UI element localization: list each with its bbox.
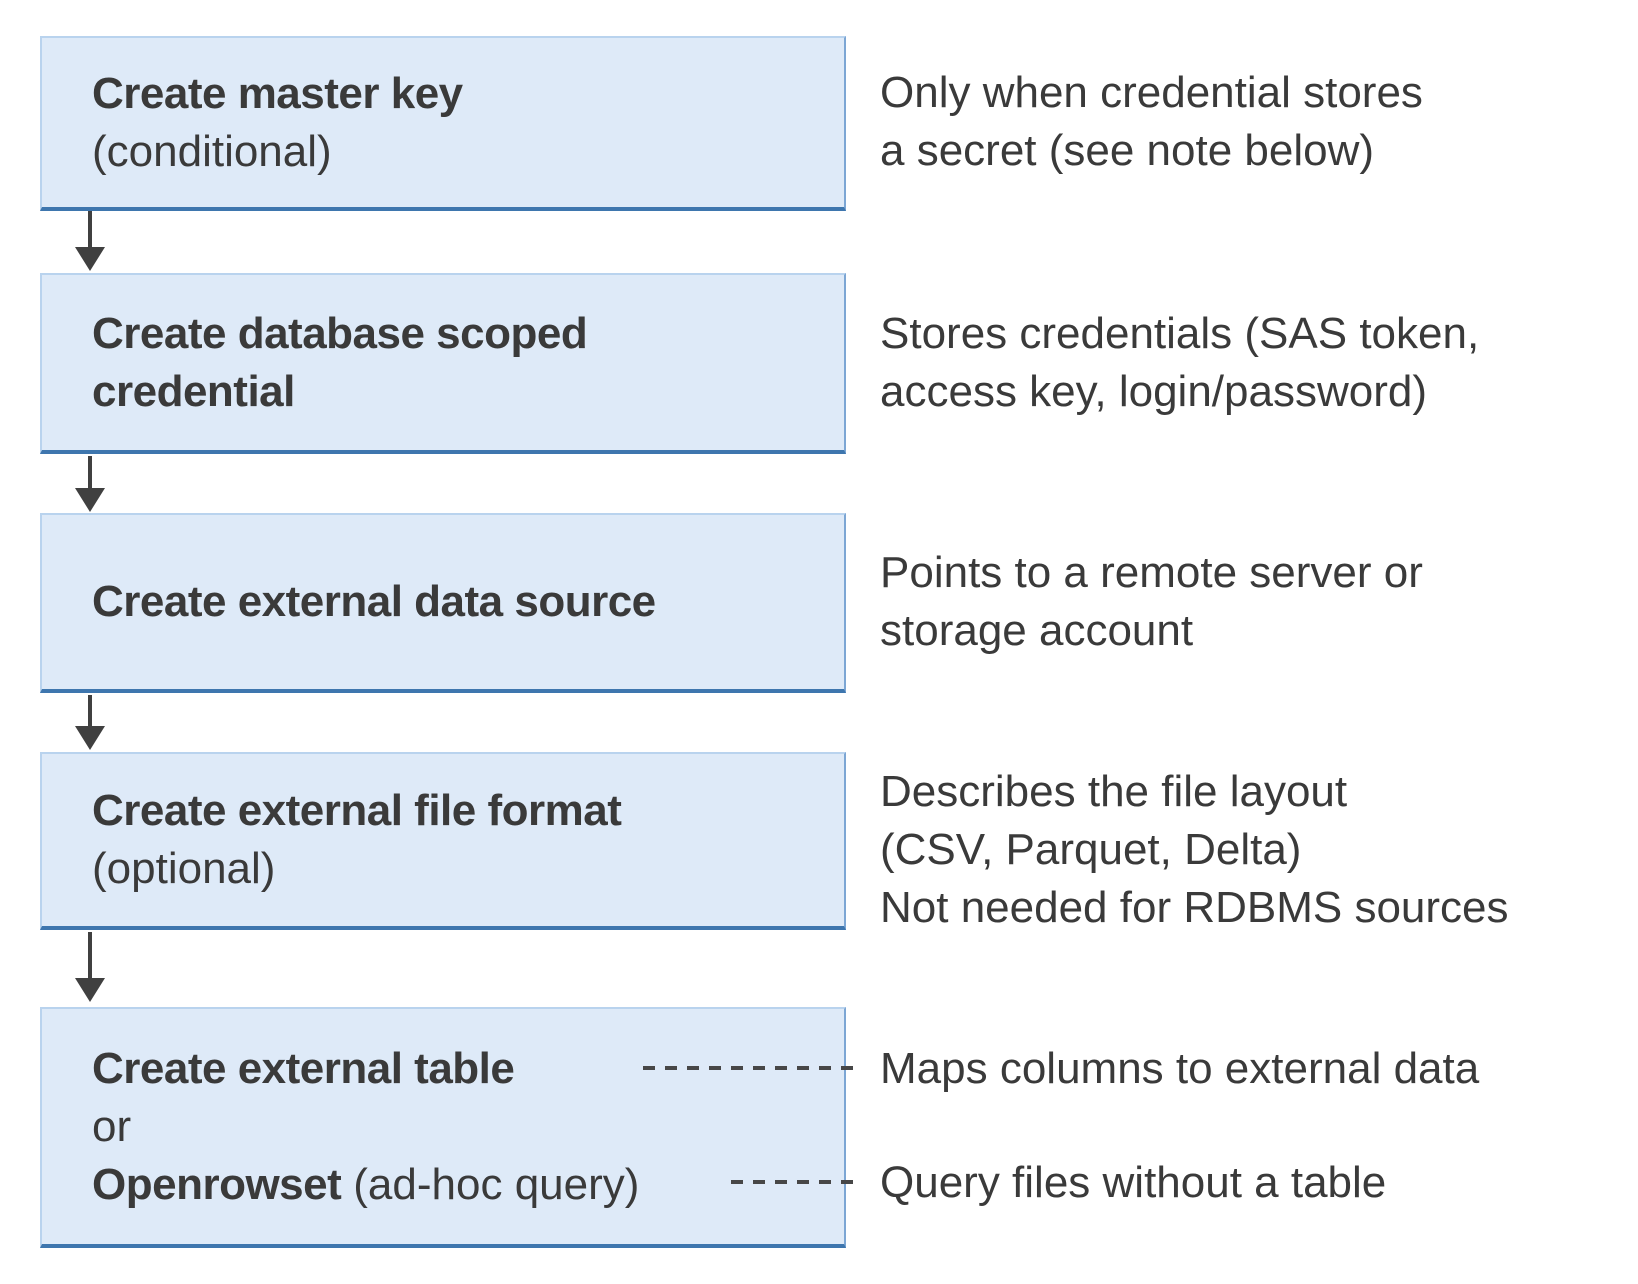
note-external-table: Maps columns to external data [880, 1044, 1480, 1093]
note-openrowset: Query files without a table [880, 1158, 1387, 1207]
step-title: Create database scoped credential [92, 308, 588, 416]
flow-arrow-head [75, 247, 105, 271]
step-title: Create master key [92, 68, 463, 118]
flow-arrow-line [88, 695, 92, 728]
flow-arrow-line [88, 211, 92, 249]
note-database-scoped-credential: Stores credentials (SAS token, access ke… [880, 309, 1480, 416]
step-subtitle: (conditional) [92, 126, 332, 176]
flow-arrow-line [88, 456, 92, 490]
flow-arrow-head [75, 726, 105, 750]
step-title: Create external file format [92, 786, 622, 835]
note-master-key: Only when credential stores a secret (se… [880, 68, 1423, 175]
dashed-connector-openrowset [731, 1180, 858, 1184]
step-box-external-file-format: Create external file format (optional) [40, 752, 846, 930]
step-alt-title: Openrowset [92, 1159, 342, 1209]
flow-arrow-head [75, 488, 105, 512]
step-or-label: or [92, 1101, 132, 1151]
step-box-external-table-or-openrowset: Create external table or Openrowset(ad-h… [40, 1007, 846, 1248]
flow-arrow-head [75, 978, 105, 1002]
note-external-file-format: Describes the file layout (CSV, Parquet,… [880, 767, 1509, 932]
step-subtitle: (optional) [92, 844, 276, 893]
note-external-data-source: Points to a remote server or storage acc… [880, 548, 1423, 655]
step-title: Create external table [92, 1043, 515, 1093]
step-alt-suffix: (ad-hoc query) [353, 1159, 640, 1209]
step-box-create-master-key: Create master key (conditional) [40, 36, 846, 211]
step-title: Create external data source [92, 577, 656, 626]
step-box-database-scoped-credential: Create database scoped credential [40, 273, 846, 454]
dashed-connector-external-table [643, 1066, 859, 1070]
flow-arrow-line [88, 932, 92, 980]
step-box-external-data-source: Create external data source [40, 513, 846, 693]
